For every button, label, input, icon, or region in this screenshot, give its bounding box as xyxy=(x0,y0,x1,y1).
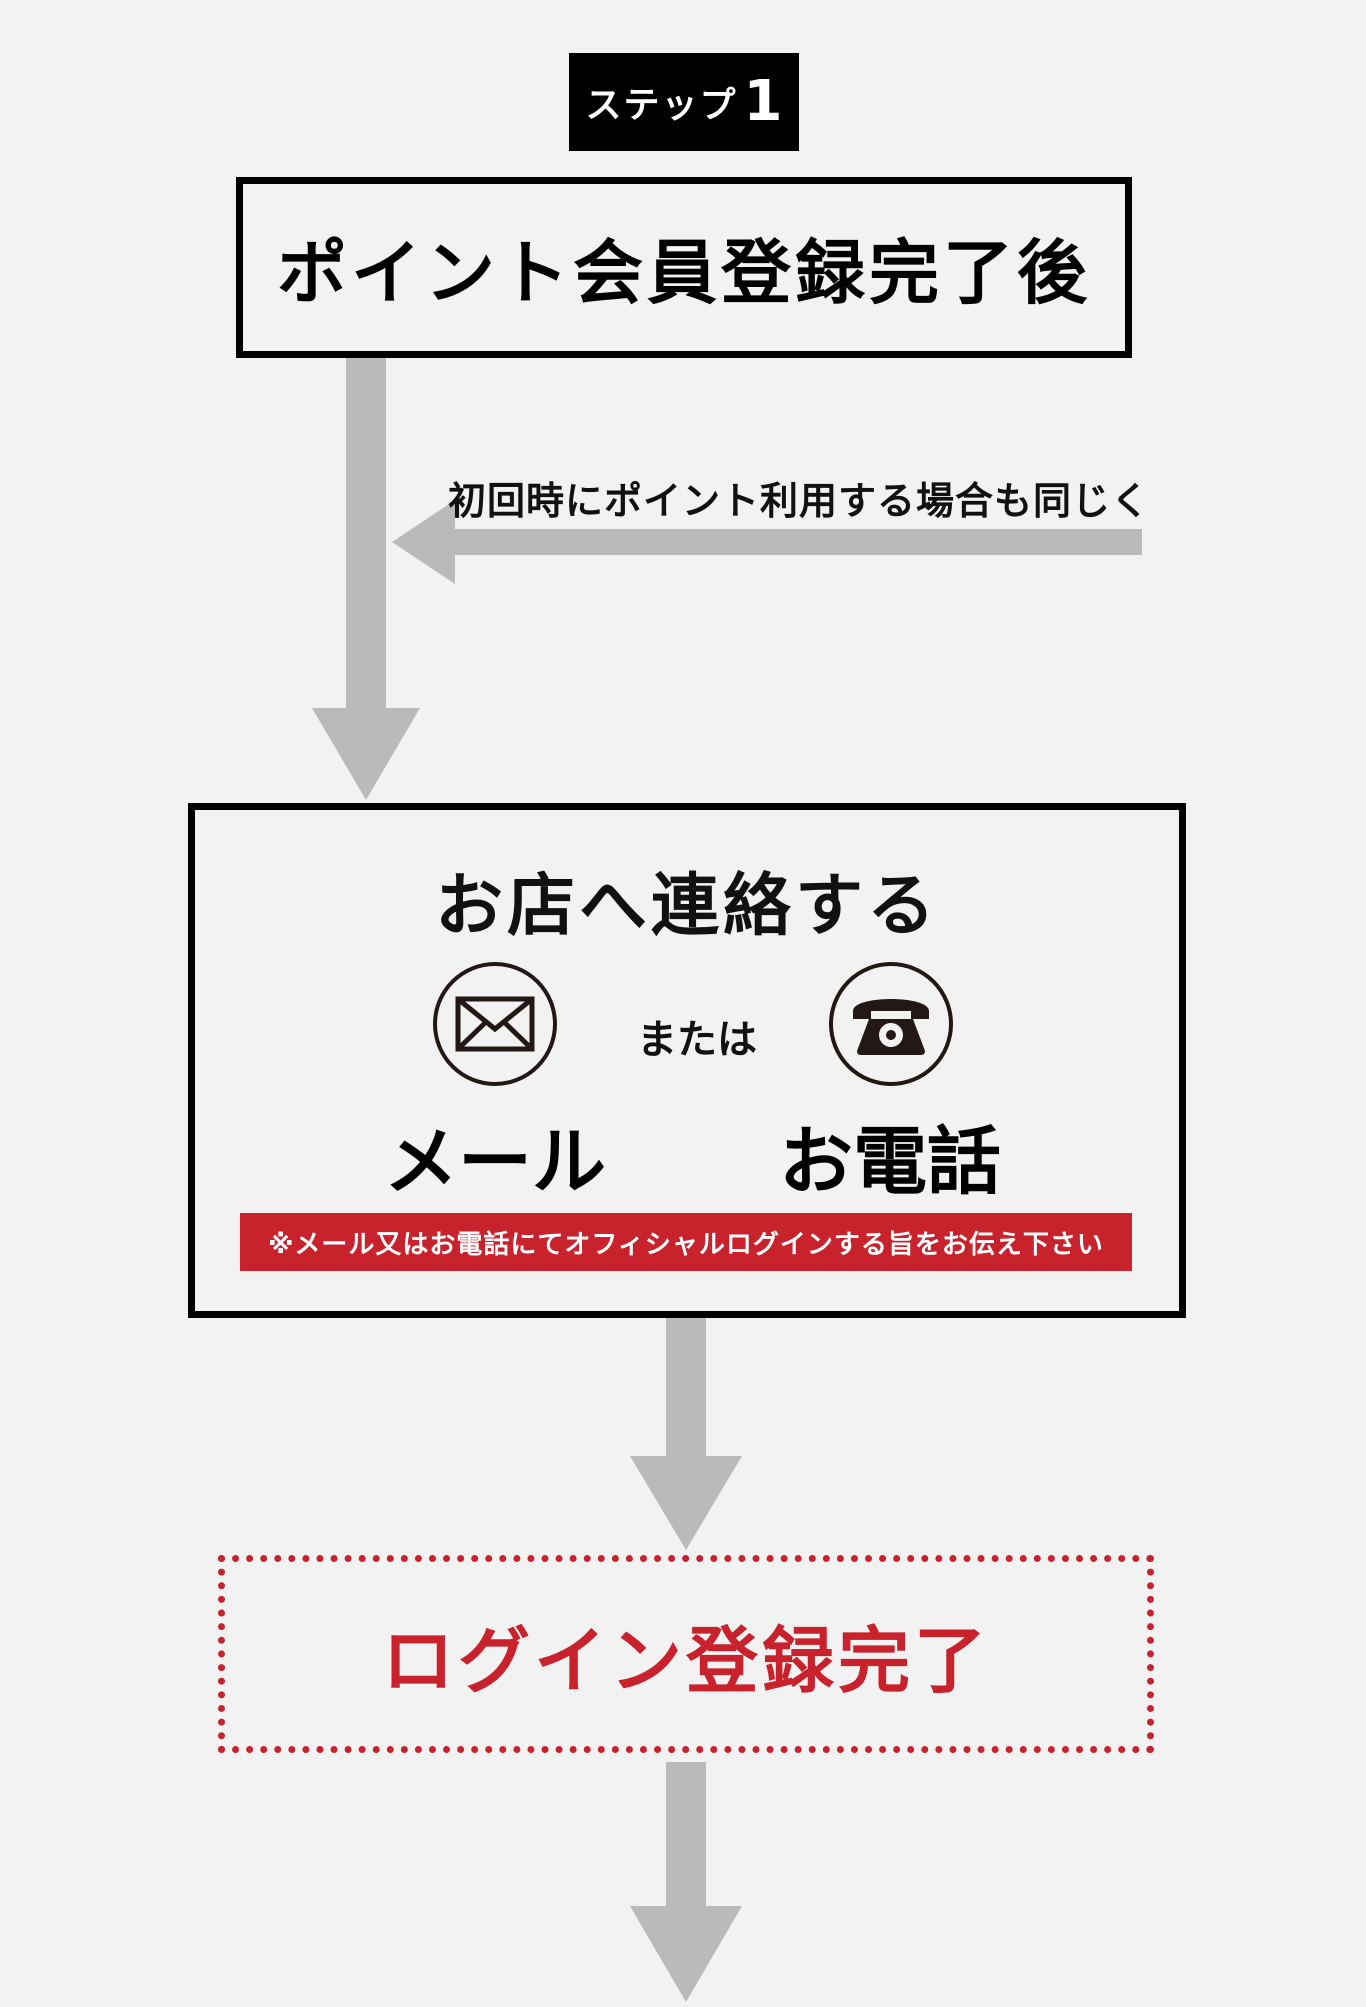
step-word: ステップ xyxy=(585,85,738,126)
telephone-icon xyxy=(829,962,953,1086)
side-arrow-head xyxy=(392,500,455,584)
box2-title: お店へ連絡する xyxy=(434,867,939,946)
step-box-member-registered: ポイント会員登録完了後 xyxy=(236,177,1132,358)
step-box-contact-store: お店へ連絡する または メール お電話 ※メール又はお電話にてオフィシャルログイ… xyxy=(188,803,1186,1318)
box3-title: ログイン登録完了 xyxy=(381,1618,990,1703)
mail-label: メール xyxy=(384,1119,606,1205)
side-note: 初回時にポイント利用する場合も同じく xyxy=(447,479,1150,523)
arrow-head-3 xyxy=(630,1906,742,2002)
or-text: または xyxy=(637,1017,757,1063)
arrow-head-1 xyxy=(312,708,420,800)
arrow-shaft-1 xyxy=(346,358,386,710)
side-arrow-shaft xyxy=(452,529,1142,555)
phone-label: お電話 xyxy=(779,1119,1001,1205)
arrow-head-2 xyxy=(630,1456,742,1550)
box1-title: ポイント会員登録完了後 xyxy=(277,232,1091,314)
step-number: 1 xyxy=(743,69,783,134)
arrow-shaft-2 xyxy=(666,1318,706,1458)
step-badge: ステップ 1 xyxy=(569,53,799,151)
notice-banner: ※メール又はお電話にてオフィシャルログインする旨をお伝え下さい xyxy=(240,1213,1132,1271)
step-box-login-complete: ログイン登録完了 xyxy=(218,1555,1154,1753)
envelope-icon xyxy=(433,962,557,1086)
arrow-shaft-3 xyxy=(666,1762,706,1908)
